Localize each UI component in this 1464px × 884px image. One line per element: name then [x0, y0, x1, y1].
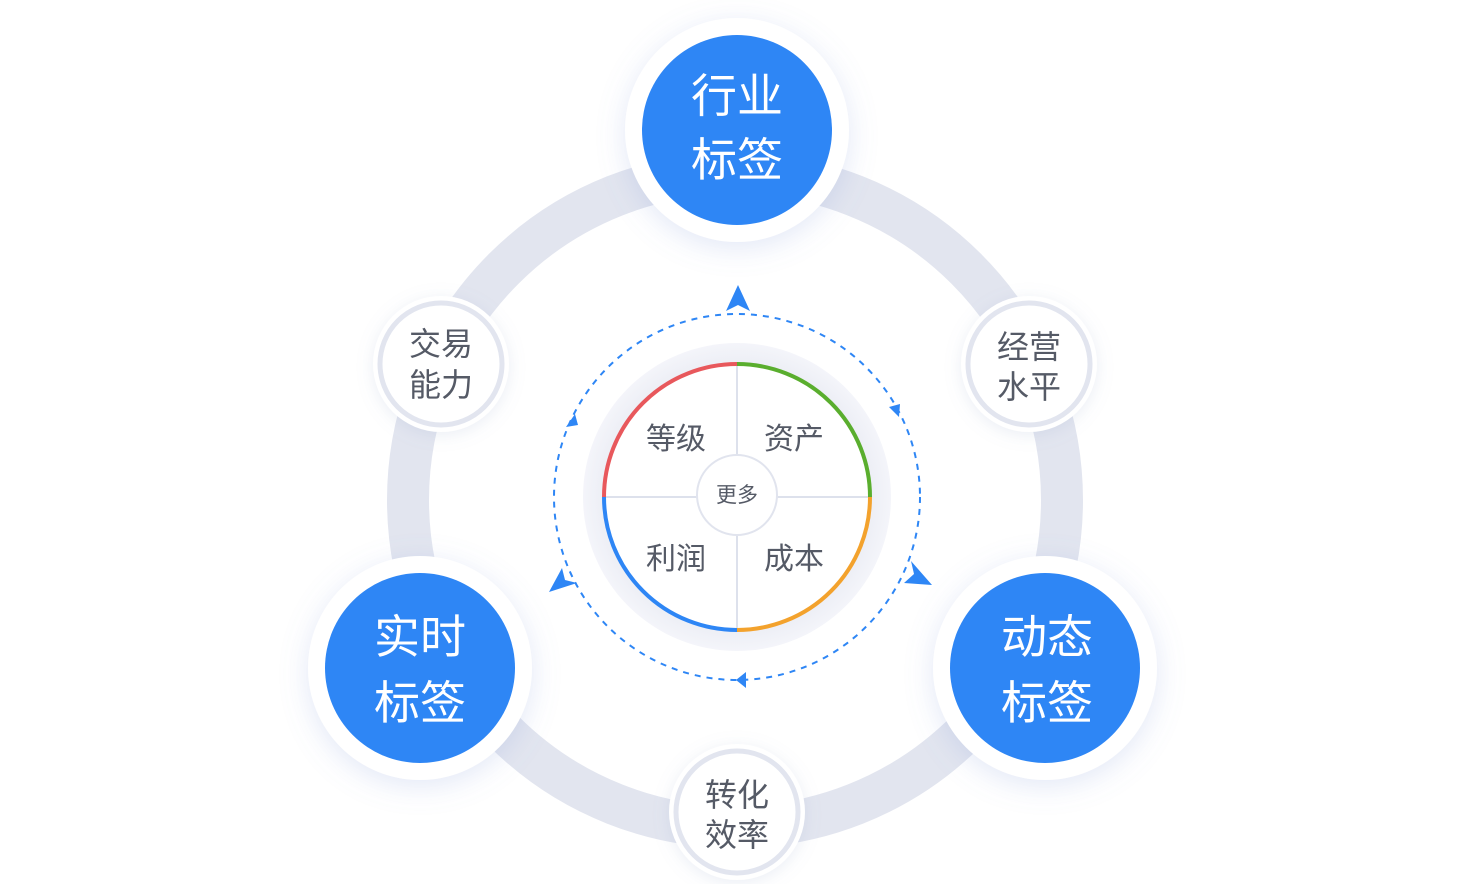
center-label-more: 更多	[716, 483, 758, 507]
core-arc-green	[736, 362, 872, 498]
minor-tag-line2: 能力	[409, 366, 473, 404]
minor-tag-operating-level: 经营 水平	[961, 296, 1097, 432]
minor-tag-line2: 水平	[997, 368, 1061, 406]
major-tag-line2: 标签	[374, 676, 466, 730]
minor-tag-trading-ability: 交易 能力	[373, 296, 509, 432]
major-tag-line1: 动态	[1001, 610, 1093, 664]
minor-tag-line1: 交易	[409, 325, 473, 363]
quadrant-label-grade: 等级	[646, 422, 706, 457]
minor-tag-line2: 效率	[705, 816, 769, 854]
major-tag-line2: 标签	[1001, 676, 1093, 730]
quadrant-label-cost: 成本	[764, 542, 824, 577]
arrow-icon	[889, 404, 900, 417]
arrow-icon	[566, 414, 578, 427]
minor-tag-line1: 经营	[997, 328, 1061, 366]
quadrant-label-profit: 利润	[646, 542, 706, 577]
core-center-circle	[696, 454, 778, 536]
major-tag-industry: 行业 标签	[625, 18, 849, 242]
rotation-arrows	[549, 285, 932, 688]
quadrant-label-assets: 资产	[764, 422, 824, 457]
arrow-icon	[549, 568, 577, 592]
major-tag-line2: 标签	[691, 133, 783, 187]
minor-tag-line1: 转化	[705, 776, 769, 814]
major-tag-realtime: 实时 标签	[308, 556, 532, 780]
minor-tag-conversion-efficiency: 转化 效率	[669, 744, 805, 880]
arrow-icon	[736, 672, 746, 688]
core-arc-red	[602, 362, 738, 498]
core-arc-orange	[736, 496, 872, 632]
major-tag-line1: 实时	[374, 610, 466, 664]
core-arc-blue	[602, 496, 738, 632]
major-tag-line1: 行业	[691, 69, 783, 123]
arrow-icon	[904, 561, 932, 585]
dashed-rotation-ring	[553, 313, 921, 681]
major-tag-dynamic: 动态 标签	[933, 556, 1157, 780]
arrow-icon	[726, 285, 750, 311]
